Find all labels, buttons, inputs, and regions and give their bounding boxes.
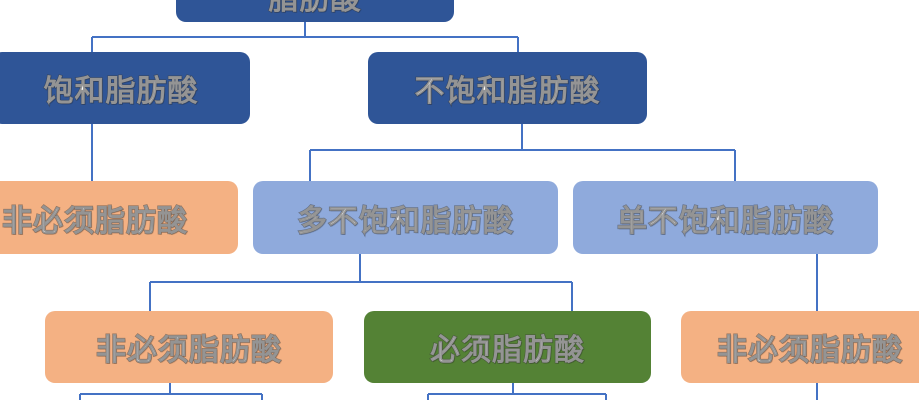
node-saturated-fatty-acid-label: 饱和脂肪酸 xyxy=(43,73,199,109)
node-mono-nonessential-fatty-acid-label: 非必须脂肪酸 xyxy=(716,332,903,368)
node-essential-fatty-acid-label: 必须脂肪酸 xyxy=(429,332,585,368)
node-polyunsaturated-fatty-acid-label: 多不饱和脂肪酸 xyxy=(296,203,514,239)
node-monounsaturated-fatty-acid: 单不饱和脂肪酸 xyxy=(573,181,878,254)
node-poly-nonessential-fatty-acid: 非必须脂肪酸 xyxy=(45,311,333,383)
node-mono-nonessential-fatty-acid: 非必须脂肪酸 xyxy=(681,311,919,383)
node-poly-nonessential-fatty-acid-label: 非必须脂肪酸 xyxy=(95,332,282,368)
node-polyunsaturated-fatty-acid: 多不饱和脂肪酸 xyxy=(253,181,558,254)
node-fatty-acid-label: 脂肪酸 xyxy=(268,0,362,18)
node-fatty-acid: 脂肪酸 xyxy=(176,0,454,22)
node-essential-fatty-acid: 必须脂肪酸 xyxy=(364,311,651,383)
node-unsaturated-fatty-acid: 不饱和脂肪酸 xyxy=(368,52,647,124)
node-saturated-nonessential-fatty-acid-label: 非必须脂肪酸 xyxy=(1,203,188,239)
node-saturated-fatty-acid: 饱和脂肪酸 xyxy=(0,52,250,124)
node-saturated-nonessential-fatty-acid: 非必须脂肪酸 xyxy=(0,181,238,254)
node-unsaturated-fatty-acid-label: 不饱和脂肪酸 xyxy=(414,73,601,109)
node-monounsaturated-fatty-acid-label: 单不饱和脂肪酸 xyxy=(616,203,834,239)
